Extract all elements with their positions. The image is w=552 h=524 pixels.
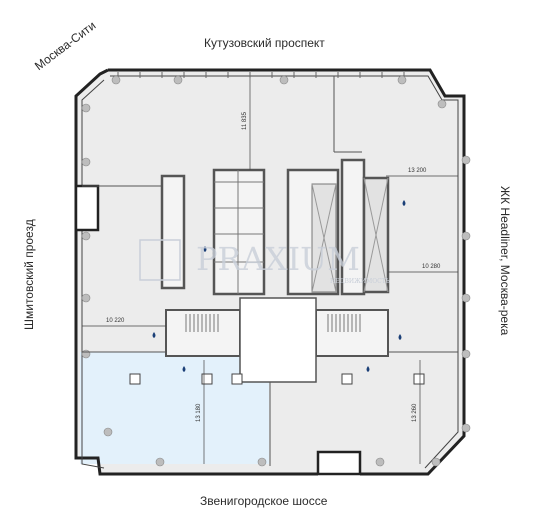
dimension-right-mid: 10 280	[422, 264, 441, 270]
left-notch	[74, 184, 100, 232]
watermark-tagline: НЕДВИЖИМОСТЬ	[330, 278, 390, 285]
highlighted-zone	[80, 352, 269, 464]
dimension-bottom-left: 13 180	[196, 403, 202, 422]
street-label-top: Кутузовский проспект	[204, 36, 325, 50]
dimension-bottom-right: 13 260	[412, 403, 418, 422]
watermark-brand: PRAXIUM	[196, 240, 360, 278]
dimension-top: 11 835	[242, 111, 248, 130]
bottom-notch	[316, 450, 362, 476]
outer-wall-bottom	[74, 68, 318, 476]
dimension-right-top: 13 200	[408, 168, 427, 174]
dimension-lines	[82, 78, 458, 464]
water-drop-icons	[152, 200, 406, 372]
inner-wall-line-left	[81, 79, 105, 469]
watermark-logo-box	[139, 239, 181, 281]
outer-wall	[108, 68, 466, 476]
dimension-left: 10 220	[106, 318, 125, 324]
inner-columns	[129, 373, 425, 385]
building-core	[160, 158, 390, 383]
street-label-bottom: Звенигородское шоссе	[200, 494, 328, 508]
inner-wall-line	[110, 75, 459, 469]
